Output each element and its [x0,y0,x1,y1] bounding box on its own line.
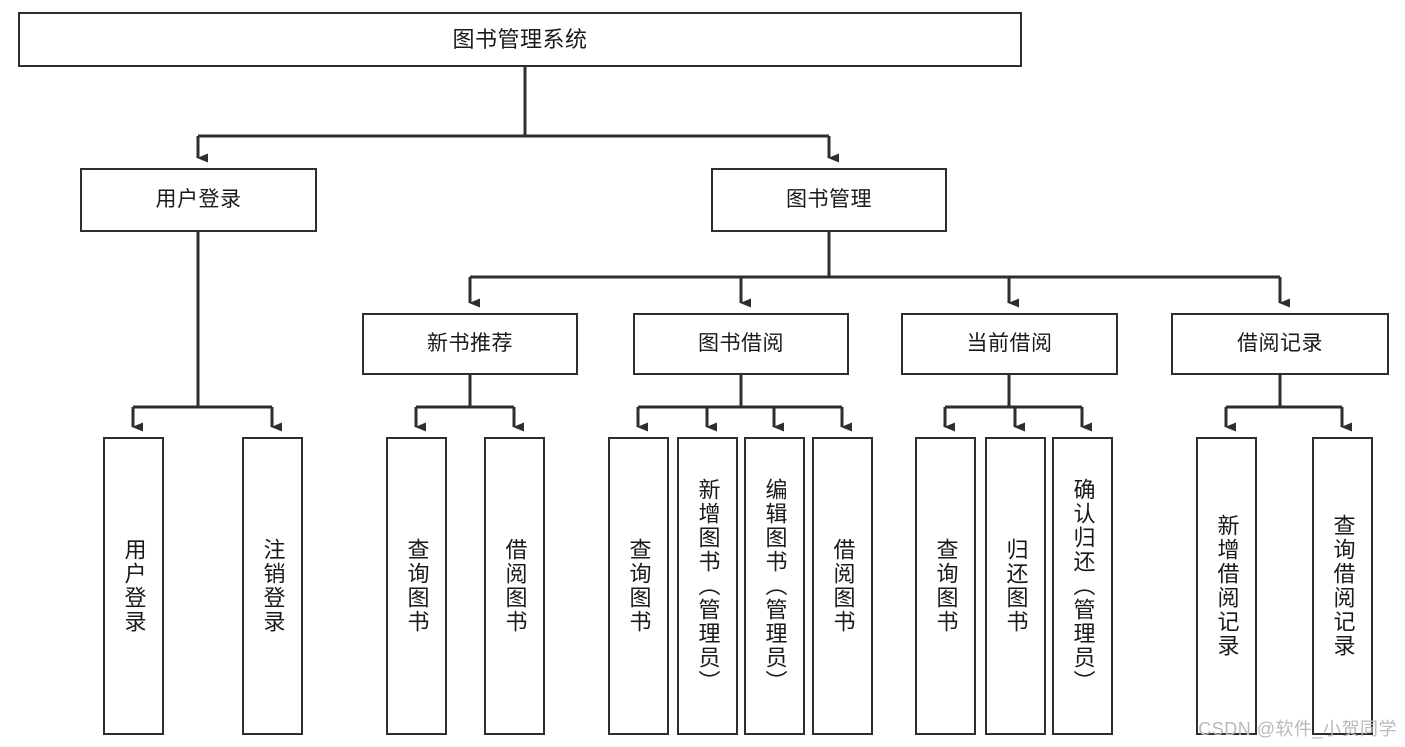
node-leaf-query-book-2[interactable]: 查询图书 [608,437,669,735]
node-label: 查询图书 [404,538,430,634]
node-leaf-return-book[interactable]: 归还图书 [985,437,1046,735]
node-label: 当前借阅 [966,331,1053,355]
node-label: 新增借阅记录 [1214,514,1240,658]
node-leaf-query-book-1[interactable]: 查询图书 [386,437,447,735]
node-label: 借阅记录 [1237,331,1323,355]
node-leaf-query-book-3[interactable]: 查询图书 [915,437,976,735]
node-root-system[interactable]: 图书管理系统 [18,12,1022,67]
node-label: 确认归还（管理员） [1070,478,1096,694]
node-leaf-user-logout[interactable]: 注销登录 [242,437,303,735]
node-label: 借阅图书 [830,538,856,634]
node-leaf-borrow-book-1[interactable]: 借阅图书 [484,437,545,735]
node-leaf-edit-book-admin[interactable]: 编辑图书（管理员） [744,437,805,735]
node-label: 新增图书（管理员） [695,478,721,694]
node-label: 图书管理系统 [452,26,588,52]
node-borrow-record[interactable]: 借阅记录 [1171,313,1389,375]
node-leaf-confirm-return-admin[interactable]: 确认归还（管理员） [1052,437,1113,735]
node-label: 借阅图书 [502,538,528,634]
node-book-manage[interactable]: 图书管理 [711,168,947,232]
node-label: 图书借阅 [698,331,784,355]
node-leaf-user-login[interactable]: 用户登录 [103,437,164,735]
node-new-book-recommend[interactable]: 新书推荐 [362,313,578,375]
node-label: 用户登录 [155,187,242,211]
node-label: 注销登录 [260,538,286,634]
node-label: 查询图书 [933,538,959,634]
node-label: 编辑图书（管理员） [762,478,788,694]
node-book-borrow[interactable]: 图书借阅 [633,313,849,375]
node-label: 查询图书 [626,538,652,634]
node-label: 用户登录 [121,538,147,634]
node-leaf-borrow-book-2[interactable]: 借阅图书 [812,437,873,735]
node-user-login[interactable]: 用户登录 [80,168,317,232]
node-label: 新书推荐 [427,331,513,355]
node-leaf-add-borrow-record[interactable]: 新增借阅记录 [1196,437,1257,735]
node-leaf-add-book-admin[interactable]: 新增图书（管理员） [677,437,738,735]
node-label: 归还图书 [1003,538,1029,634]
watermark-text: CSDN @软件_小贺同学 [1198,719,1397,739]
node-leaf-query-borrow-record[interactable]: 查询借阅记录 [1312,437,1373,735]
node-current-borrow[interactable]: 当前借阅 [901,313,1118,375]
node-label: 图书管理 [786,187,872,211]
node-label: 查询借阅记录 [1330,514,1356,658]
